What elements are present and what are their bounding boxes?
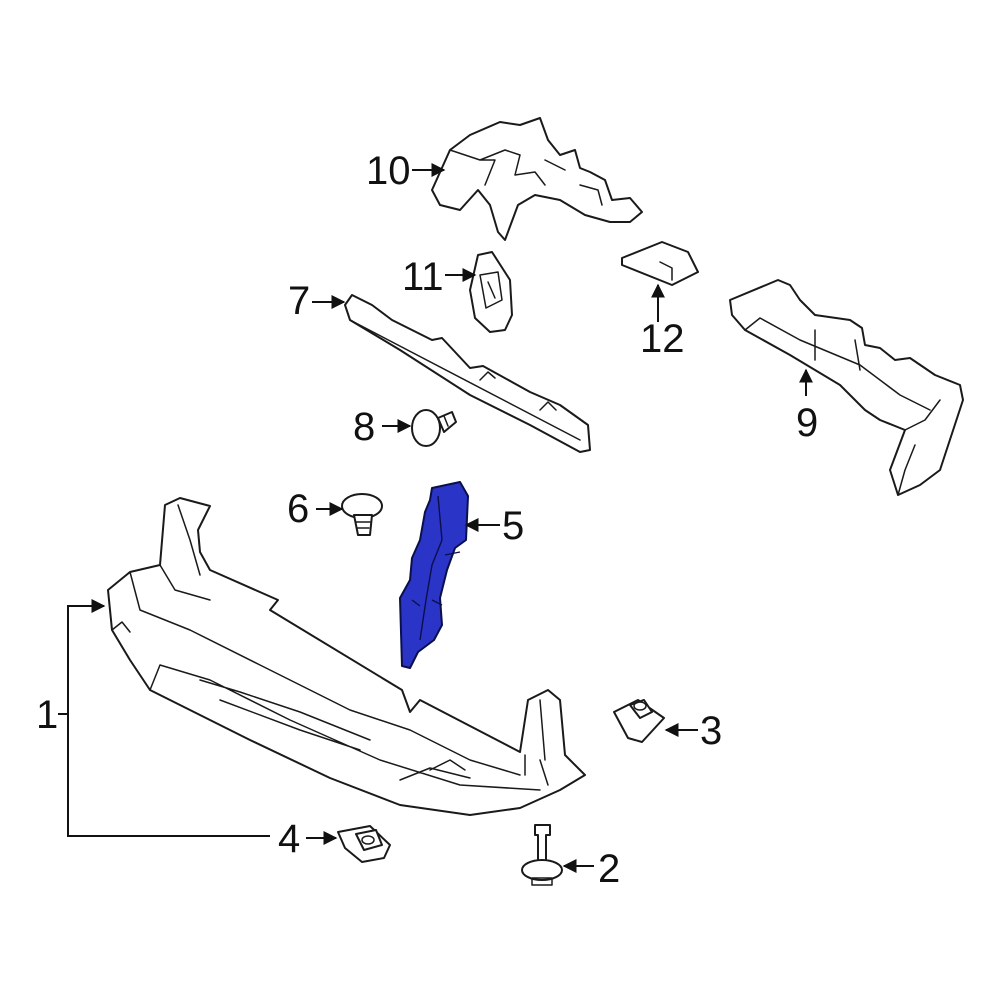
part-4-clip-nut[interactable] [337,825,391,863]
callout-1: 1 [36,693,58,737]
callout-2: 2 [598,847,620,891]
part-12-plate[interactable] [621,241,699,286]
part-2-bolt[interactable] [521,824,563,886]
leader-1-bracket-lower [67,714,270,837]
callout-4: 4 [278,817,300,861]
callout-5: 5 [502,504,524,548]
part-10-upper-deflector[interactable] [431,117,643,241]
callout-6: 6 [287,487,309,531]
callout-leaders [58,163,813,873]
callout-10: 10 [366,149,411,193]
callout-11: 11 [402,255,444,299]
part-9-side-deflector[interactable] [729,279,964,496]
callout-7: 7 [288,279,310,323]
part-3-clip-nut[interactable] [613,699,665,743]
callout-3: 3 [700,709,722,753]
callout-8: 8 [353,405,375,449]
part-5-highlighted-bracket[interactable] [399,481,469,669]
leader-1-bracket [67,599,106,714]
part-8-push-pin[interactable] [411,409,457,447]
part-1-lower-shield[interactable] [107,497,586,816]
part-6-push-rivet[interactable] [341,493,383,536]
part-11-bracket[interactable] [469,251,513,333]
callout-9: 9 [796,401,818,445]
callout-labels: 10 11 7 12 9 8 6 5 1 3 4 2 [36,149,818,891]
part-7-deflector-strip[interactable] [344,294,591,453]
callout-12: 12 [640,317,685,361]
